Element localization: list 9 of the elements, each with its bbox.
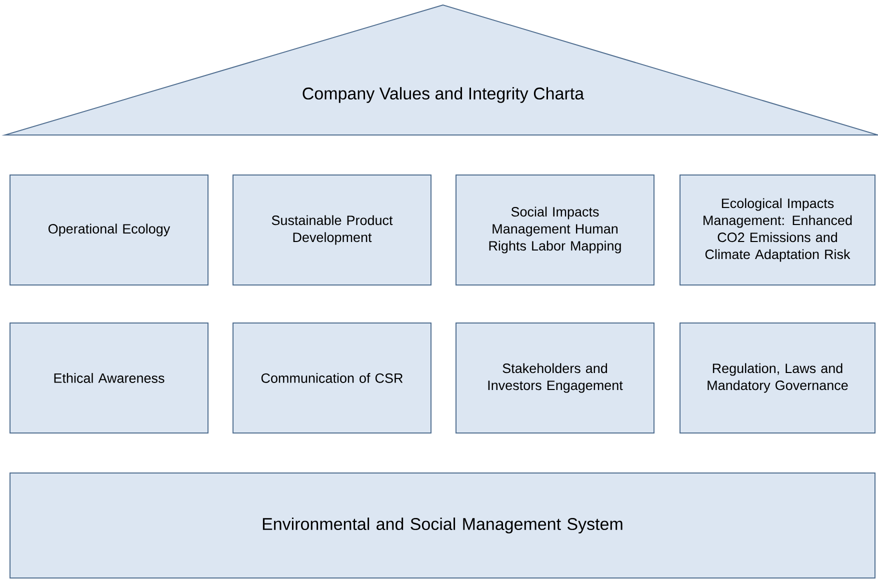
pillar-box: Sustainable Product Development: [232, 174, 432, 286]
pillar-box: Ecological Impacts Management: Enhanced CO2 Emissions and Climate Adaptation Risk: [680, 174, 876, 286]
pillar-box: Regulation, Laws and Mandatory Governance: [680, 322, 876, 434]
pillar-box: Social Impacts Management Human Rights Labor Mapping: [456, 174, 654, 286]
pillar-box: Stakeholders and Investors Engagement: [456, 322, 654, 434]
base-box: Environmental and Social Management System: [10, 472, 876, 578]
pillar-box: Operational Ecology: [10, 174, 208, 286]
pillar-box: Communication of CSR: [232, 322, 432, 434]
pillar-box: Ethical Awareness: [10, 322, 208, 434]
